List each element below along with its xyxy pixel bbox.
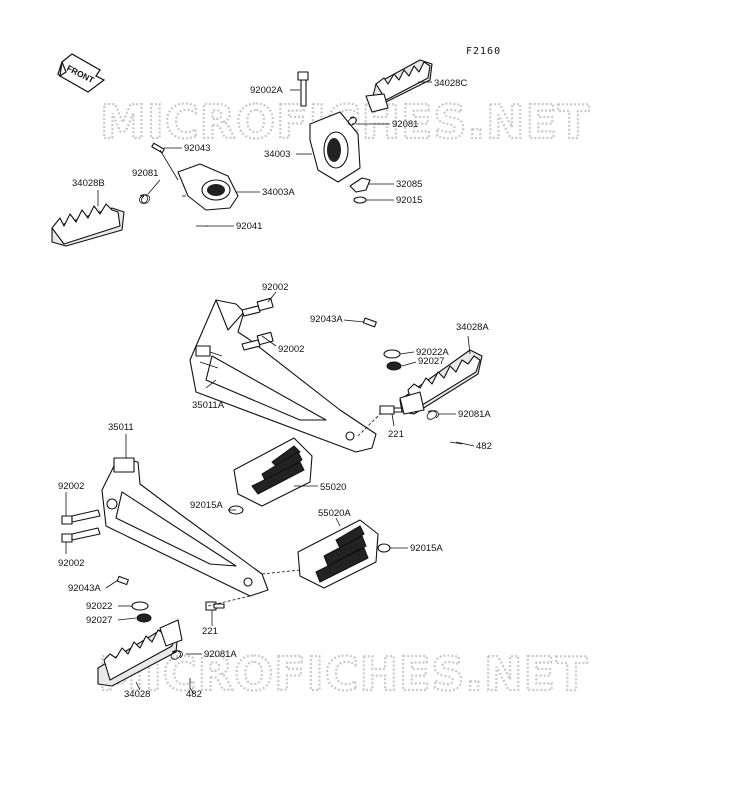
label-221: 221 xyxy=(388,429,404,440)
label-92081-left: 92081 xyxy=(132,168,158,179)
label-92002-left-upper: 92002 xyxy=(58,481,84,492)
bolt-92002a xyxy=(297,71,309,107)
label-92002-lower: 92002 xyxy=(278,344,304,355)
label-34028a: 34028A xyxy=(456,322,489,333)
label-221-lower: 221 xyxy=(202,626,218,637)
label-55020: 55020 xyxy=(320,482,346,493)
label-92002-left-lower: 92002 xyxy=(58,558,84,569)
bracket-34003 xyxy=(309,111,361,183)
pin-92043a-lower xyxy=(116,575,129,586)
label-35011a: 35011A xyxy=(192,400,225,411)
guard-55020a xyxy=(297,519,379,589)
diagram-code: F2160 xyxy=(466,46,501,57)
bracket-35011 xyxy=(101,457,269,597)
bolt-92002-upper xyxy=(241,297,274,317)
label-92027: 92027 xyxy=(418,356,444,367)
label-92043: 92043 xyxy=(184,143,210,154)
label-482-lower: 482 xyxy=(186,689,202,700)
label-35011: 35011 xyxy=(108,422,134,433)
label-32085: 32085 xyxy=(396,179,422,190)
watermark-bottom: MICROFICHES.NET xyxy=(98,647,588,701)
label-92015a: 92015A xyxy=(190,500,223,511)
front-arrow-icon: FRONT xyxy=(57,53,106,93)
pin-482 xyxy=(449,441,463,445)
label-92022: 92022 xyxy=(86,601,112,612)
spring-92081a xyxy=(426,410,439,420)
label-92081a-lower: 92081A xyxy=(204,649,237,660)
washer-92015 xyxy=(353,196,367,204)
label-55020a: 55020A xyxy=(318,508,351,519)
label-34003: 34003 xyxy=(264,149,290,160)
bolt-92002-left-lower xyxy=(61,527,101,543)
pin-32085 xyxy=(349,177,371,193)
washer-92015a-lower xyxy=(377,543,391,553)
guard-55020 xyxy=(233,437,313,507)
label-92043a: 92043A xyxy=(310,314,343,325)
label-92022a: 92022A xyxy=(416,347,449,358)
bolt-221 xyxy=(379,405,403,415)
label-92081a: 92081A xyxy=(458,409,491,420)
footpeg-34028c xyxy=(365,59,433,113)
leader-lines xyxy=(65,81,475,695)
label-92043a-lower: 92043A xyxy=(68,583,101,594)
footpeg-34028a xyxy=(399,349,483,415)
spring-92081-left xyxy=(139,194,150,204)
clip-92027 xyxy=(386,361,402,371)
label-34003a: 34003A xyxy=(262,187,295,198)
label-34028b: 34028B xyxy=(72,178,105,189)
pin-92043 xyxy=(151,142,179,181)
washer-92022 xyxy=(131,601,149,611)
bracket-34003a xyxy=(177,163,239,211)
bolt-221-lower xyxy=(205,601,225,611)
label-34028: 34028 xyxy=(124,689,150,700)
label-92015: 92015 xyxy=(396,195,422,206)
clip-92027-lower xyxy=(136,613,152,623)
bolt-92002-left-upper xyxy=(61,509,101,525)
washer-92022a xyxy=(383,349,401,359)
footpeg-34028 xyxy=(97,619,183,687)
label-92081: 92081 xyxy=(392,119,418,130)
label-92041: 92041 xyxy=(236,221,262,232)
label-92002-upper: 92002 xyxy=(262,282,288,293)
bracket-35011a xyxy=(189,299,377,453)
label-92015a-lower: 92015A xyxy=(410,543,443,554)
footpeg-34028b xyxy=(51,203,125,247)
label-482: 482 xyxy=(476,441,492,452)
spring-92081a-lower xyxy=(170,650,183,660)
spring-92081 xyxy=(348,116,357,126)
label-92002a: 92002A xyxy=(250,85,283,96)
pin-92043a xyxy=(362,317,377,328)
label-92027-lower: 92027 xyxy=(86,615,112,626)
label-34028c: 34028C xyxy=(434,78,467,89)
